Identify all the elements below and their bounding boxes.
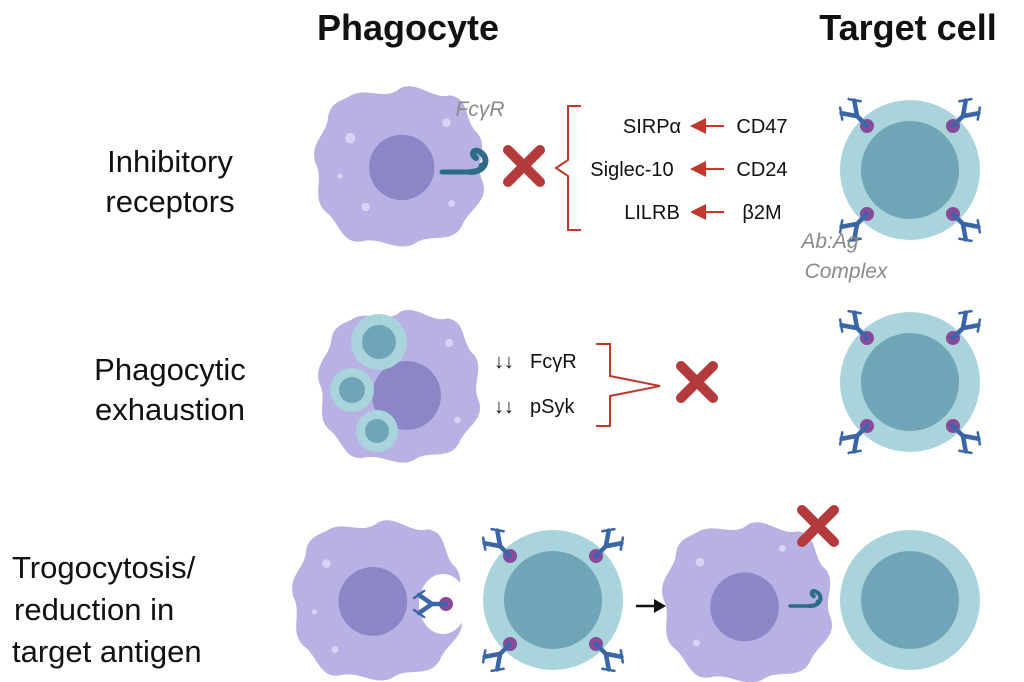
phagocyte-cell-row1	[314, 86, 484, 247]
target-cell-row1	[840, 100, 980, 240]
row2-label-line1: Phagocytic	[94, 352, 246, 387]
row3-label-line2: reduction in	[14, 592, 174, 627]
ligand-cd47: CD47	[736, 116, 787, 138]
inhibit-x-icon-row2	[681, 366, 713, 398]
complex-label-line1: Ab:Ag	[799, 230, 859, 253]
bracket-row1	[554, 105, 581, 231]
bracket-row2	[596, 343, 661, 427]
engulfed-cell-icon	[330, 368, 374, 412]
row3-label-line3: target antigen	[12, 634, 202, 669]
target-cell-row3-right	[840, 530, 980, 670]
ligand-b2m: β2M	[742, 202, 781, 224]
engulfed-cell-icon	[356, 410, 398, 452]
row3-label-line1: Trogocytosis/	[12, 550, 196, 585]
down-arrows-psyk: ↓↓	[494, 396, 514, 418]
row2-label-line2: exhaustion	[95, 392, 245, 427]
engulfed-cell-icon	[351, 314, 407, 370]
receptor-lilrb: LILRB	[624, 202, 680, 224]
phagocyte-header: Phagocyte	[317, 7, 499, 48]
phagocyte-cell-row3-right	[662, 522, 832, 682]
inhibit-x-icon-row1	[508, 150, 540, 182]
complex-label-line2: Complex	[805, 260, 889, 283]
arrow-icon	[636, 599, 666, 613]
down-arrows-fcr: ↓↓	[494, 351, 514, 373]
exhaustion-fcr: FcγR	[530, 351, 577, 373]
row1-label-line1: Inhibitory	[107, 144, 233, 179]
phagocyte-cell-row3-left	[292, 520, 462, 681]
target-cell-header: Target cell	[819, 7, 996, 48]
receptor-siglec10: Siglec-10	[590, 159, 673, 181]
fcr-label: FcγR	[456, 98, 505, 121]
row1-label-line2: receptors	[105, 184, 234, 219]
receptor-sirpa: SIRPα	[623, 116, 681, 138]
ligand-cd24: CD24	[736, 159, 787, 181]
target-cell-row2	[840, 312, 980, 452]
inhibit-x-icon-row3	[802, 510, 834, 542]
target-cell-row3-left	[483, 530, 623, 670]
exhaustion-psyk: pSyk	[530, 396, 575, 418]
